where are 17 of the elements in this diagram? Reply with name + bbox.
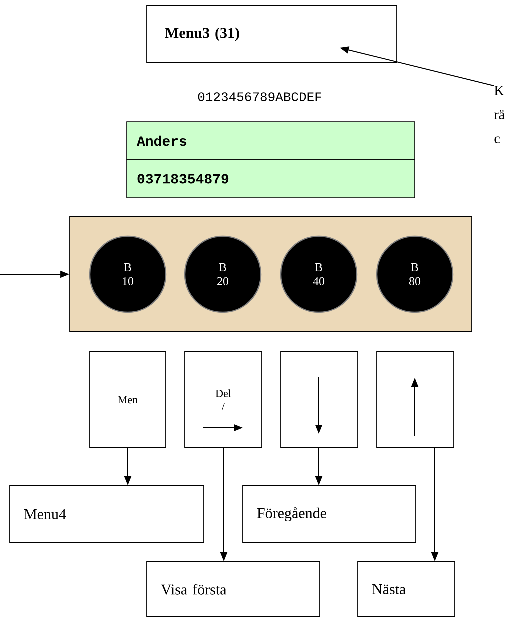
round-button: B 20 <box>184 236 262 314</box>
display-row: Anders <box>126 122 416 160</box>
key-button: Men <box>90 352 166 448</box>
key-button: Del / <box>184 352 262 448</box>
round-button: B 40 <box>280 236 358 314</box>
action-box: Visa första <box>146 562 320 618</box>
display-row: 03718354879 <box>126 160 416 198</box>
action-box: Föregående <box>242 486 416 544</box>
round-button: B 80 <box>376 236 454 314</box>
key-button <box>376 352 454 448</box>
round-button: B 10 <box>89 236 167 314</box>
note-text: K rä c <box>494 86 505 144</box>
action-box: Nästa <box>358 562 456 618</box>
menu-box: Menu3 (31) <box>146 6 398 64</box>
action-box: Menu4 <box>10 486 204 544</box>
column-numbers: 0123456789ABCDEF <box>198 92 322 102</box>
key-button <box>280 352 358 448</box>
